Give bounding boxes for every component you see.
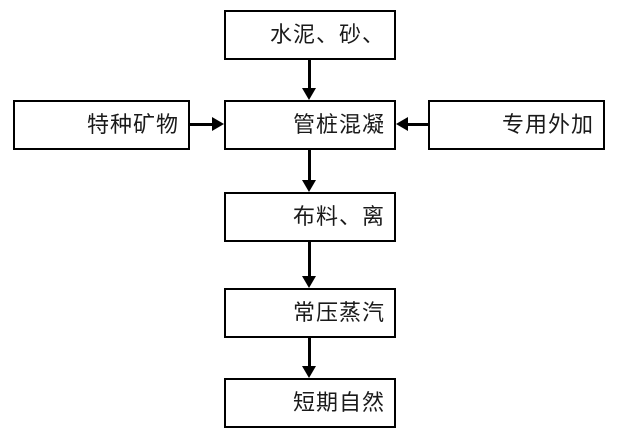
- node-mineral[interactable]: 特种矿物: [13, 100, 190, 150]
- node-admixture-label: 专用外加: [501, 112, 594, 137]
- node-curing-label: 短期自然: [292, 390, 385, 415]
- node-mineral-label: 特种矿物: [86, 112, 179, 137]
- arrow-distribute-to-steam-head: [302, 276, 316, 288]
- arrow-mineral-to-concrete-head: [212, 117, 224, 131]
- node-steam[interactable]: 常压蒸汽: [224, 288, 396, 338]
- arrow-concrete-to-distribute-shaft: [308, 150, 311, 182]
- node-curing[interactable]: 短期自然: [224, 378, 396, 428]
- arrow-distribute-to-steam-shaft: [308, 242, 311, 278]
- arrow-concrete-to-distribute-head: [302, 180, 316, 192]
- arrow-materials-to-concrete-head: [302, 88, 316, 100]
- arrow-admixture-to-concrete-shaft: [406, 123, 430, 126]
- node-steam-label: 常压蒸汽: [292, 300, 385, 325]
- node-concrete[interactable]: 管桩混凝: [224, 100, 396, 150]
- arrow-steam-to-curing-shaft: [308, 338, 311, 368]
- arrow-admixture-to-concrete-head: [396, 117, 408, 131]
- arrow-steam-to-curing-head: [302, 366, 316, 378]
- arrow-mineral-to-concrete-shaft: [190, 123, 214, 126]
- node-distribute[interactable]: 布料、离: [224, 192, 396, 242]
- node-materials[interactable]: 水泥、砂、: [224, 10, 396, 60]
- arrow-materials-to-concrete-shaft: [308, 60, 311, 90]
- node-distribute-label: 布料、离: [292, 204, 385, 229]
- node-materials-label: 水泥、砂、: [269, 22, 385, 47]
- node-concrete-label: 管桩混凝: [292, 112, 385, 137]
- node-admixture[interactable]: 专用外加: [428, 100, 605, 150]
